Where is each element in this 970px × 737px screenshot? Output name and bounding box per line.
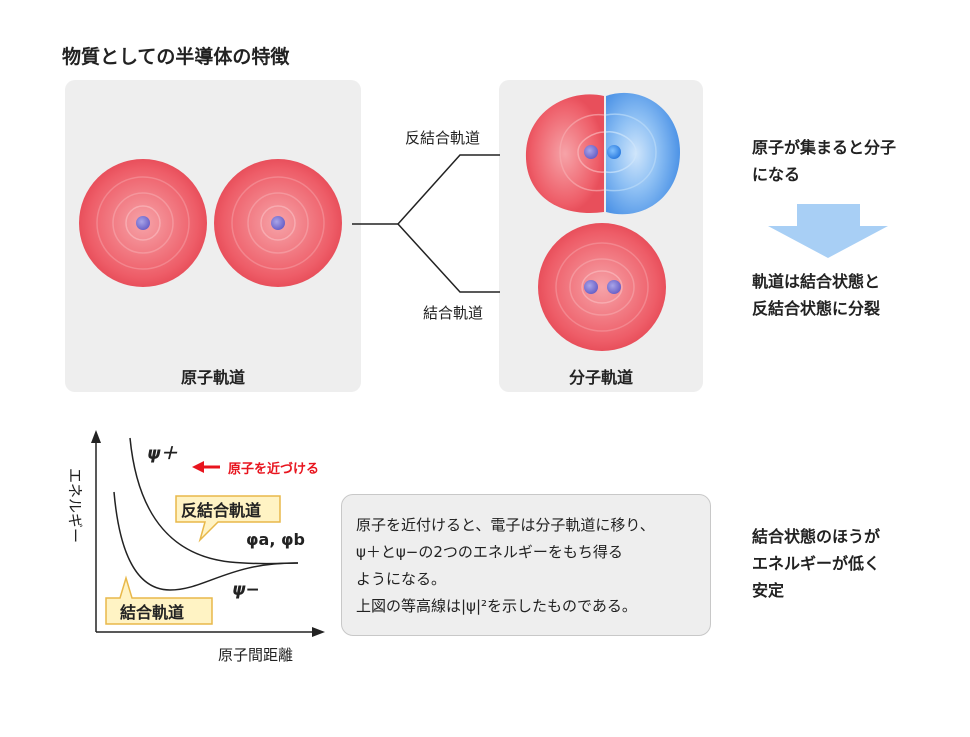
explanation-text: 原子を近付けると、電子は分子軌道に移り、 ψ＋とψ−の2つのエネルギーをもち得る… bbox=[356, 516, 655, 615]
approach-arrow-icon bbox=[192, 461, 204, 473]
approach-label: 原子を近づける bbox=[228, 461, 319, 477]
y-axis-arrow-icon bbox=[91, 430, 101, 443]
bonding-orbital bbox=[538, 223, 666, 351]
antibonding-callout bbox=[175, 495, 281, 543]
energy-graph bbox=[91, 430, 325, 637]
psi-minus-label: ψ− bbox=[232, 580, 260, 600]
orbital-split-lines bbox=[352, 154, 500, 293]
down-arrow-icon bbox=[768, 204, 888, 258]
explanation-box bbox=[341, 494, 711, 636]
bonding-callout-label: 結合軌道 bbox=[120, 603, 184, 622]
antibonding-orbital-label: 反結合軌道 bbox=[405, 129, 481, 147]
antibonding-orbital bbox=[525, 92, 680, 215]
y-axis-label: エネルギー bbox=[66, 468, 84, 543]
bonding-callout bbox=[105, 575, 213, 625]
side-note-stable: 結合状態のほうが エネルギーが低く 安定 bbox=[752, 527, 881, 600]
side-note-molecule: 原子が集まると分子 になる bbox=[752, 138, 897, 184]
x-axis-label: 原子間距離 bbox=[218, 646, 293, 664]
psi-minus-curve bbox=[113, 491, 299, 591]
antibonding-callout-label: 反結合軌道 bbox=[181, 501, 261, 520]
side-note-split: 軌道は結合状態と 反結合状態に分裂 bbox=[752, 272, 881, 318]
page-title: 物質としての半導体の特徴 bbox=[62, 46, 290, 68]
molecular-orbital-label: 分子軌道 bbox=[568, 368, 633, 387]
atomic-orbital-right bbox=[214, 159, 342, 287]
atomic-orbital-label: 原子軌道 bbox=[180, 368, 245, 387]
x-axis-arrow-icon bbox=[312, 627, 325, 637]
psi-plus-label: ψ＋ bbox=[147, 444, 178, 464]
atomic-orbital-left bbox=[79, 159, 207, 287]
phi-label: φa, φb bbox=[246, 530, 305, 549]
bonding-orbital-label: 結合軌道 bbox=[423, 304, 484, 322]
